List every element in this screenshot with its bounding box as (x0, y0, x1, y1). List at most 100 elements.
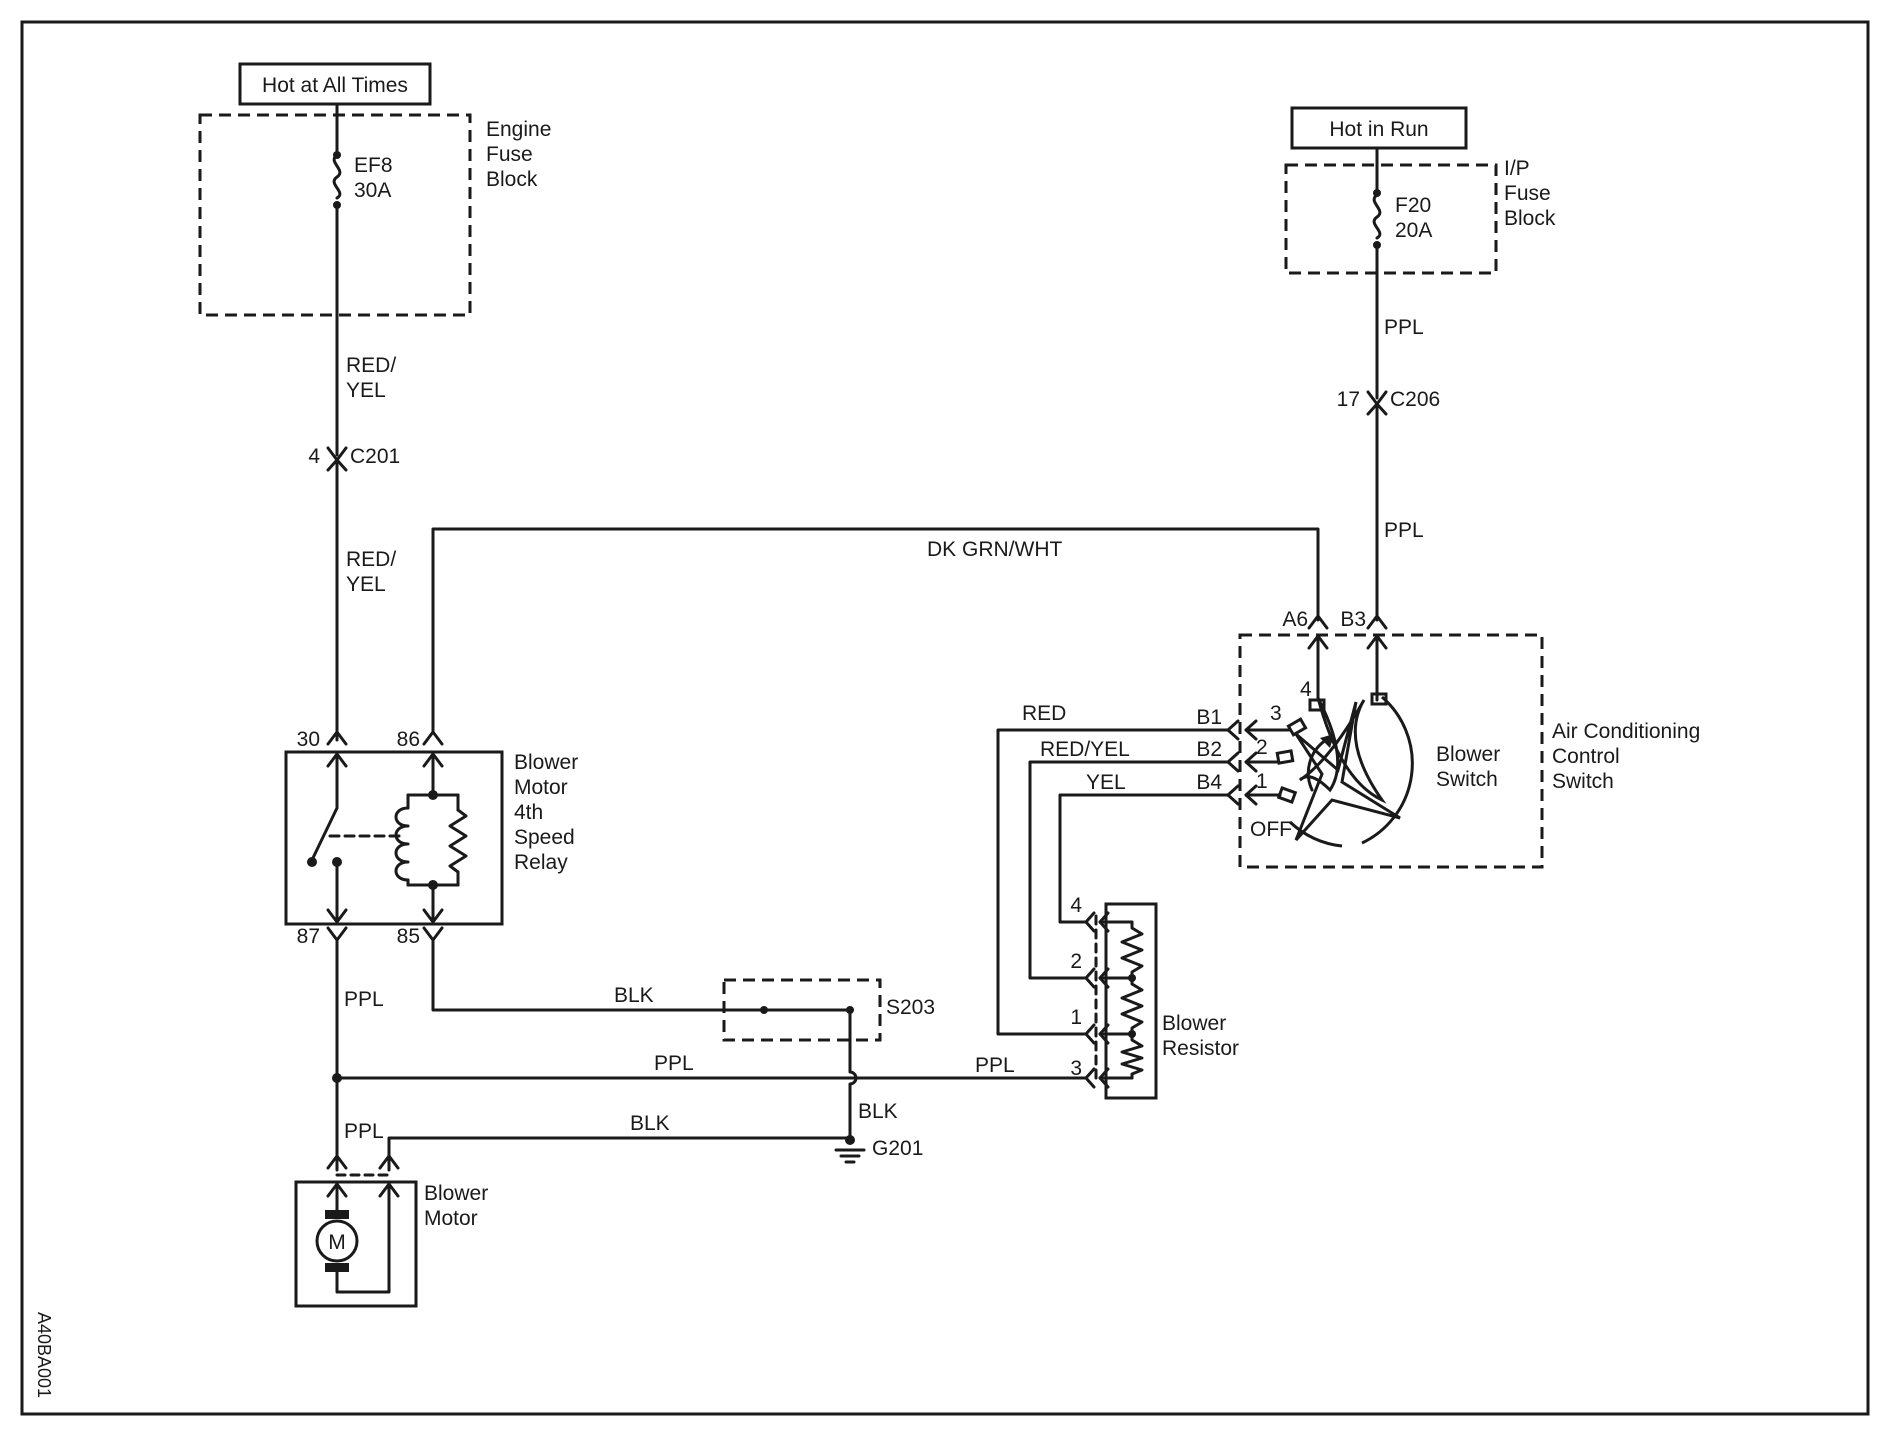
engine-fuse-block-label-2: Fuse (486, 143, 533, 166)
wire-label-ppl-mid: PPL (1384, 519, 1424, 542)
relay-pin-86-arrow (422, 730, 444, 746)
blower-resistor-outline (1104, 902, 1158, 1100)
engine-fuse-block-label-3: Block (486, 168, 538, 191)
ip-fuse-block-outline (1284, 163, 1498, 275)
wire-label-yel: YEL (1086, 771, 1126, 794)
switch-pin-b4-inner-arrow (1244, 784, 1258, 806)
relay-label-3: 4th (514, 801, 543, 824)
wire-label-dk-grn-wht: DK GRN/WHT (927, 538, 1062, 561)
blower-motor-brush-top (325, 1210, 349, 1219)
blower-resistor-label-2: Resistor (1162, 1037, 1239, 1060)
wire-label-red: RED (1022, 702, 1066, 725)
wire-label-red-yel: RED/YEL (1040, 738, 1130, 761)
blower-motor-symbol: M (328, 1231, 346, 1254)
blower-motor-outline (294, 1180, 418, 1308)
switch-pos-3: 3 (1270, 702, 1282, 725)
blower-switch-rotor (1298, 697, 1387, 804)
fuse-ef8-rating: 30A (354, 179, 391, 202)
switch-pin-a6: A6 (1282, 608, 1308, 631)
wire-dk-grn-wht (431, 527, 1320, 734)
blower-motor-brush-bottom (325, 1263, 349, 1272)
ground-g201-label: G201 (872, 1137, 923, 1160)
figure-id-label: A40BA001 (34, 1312, 54, 1398)
relay-pin-85-arrow (422, 926, 444, 942)
relay-label-2: Motor (514, 776, 568, 799)
diagram-frame (20, 20, 1870, 1416)
wire-label-red-yel-2a: RED/ (346, 548, 396, 571)
wire-label-red-yel-1b: YEL (346, 379, 386, 402)
resistor-pin-2: 2 (1070, 950, 1082, 973)
connector-c201-pin: 4 (308, 445, 320, 468)
wire-label-red-yel-1a: RED/ (346, 354, 396, 377)
wire-label-ppl-bus-left: PPL (654, 1052, 694, 1075)
blower-switch-rotor-star (1294, 701, 1401, 842)
blower-motor-pin-left-arrow (326, 1154, 348, 1170)
relay-pin-87: 87 (297, 925, 320, 948)
resistor-element-1-icon (1120, 920, 1144, 980)
switch-contact-common-icon (1370, 692, 1388, 706)
switch-pin-b2-inner-arrow (1244, 751, 1258, 773)
hot-at-all-times-label: Hot at All Times (262, 74, 408, 97)
relay-coil-icon (394, 806, 410, 882)
splice-s203-label: S203 (886, 996, 935, 1019)
resistor-pin-4: 4 (1070, 894, 1082, 917)
fuse-f20-rating: 20A (1395, 219, 1432, 242)
switch-rotation-arrow-icon (1306, 738, 1328, 792)
switch-pos-off: OFF (1250, 818, 1292, 841)
resistor-pin-1-arrow (1084, 1023, 1096, 1045)
wire-label-blk-85: BLK (614, 984, 654, 1007)
wire-label-ppl-motor: PPL (344, 1120, 384, 1143)
relay-contact-pivot (307, 857, 317, 867)
switch-pin-b3: B3 (1340, 608, 1366, 631)
splice-s203-outline (722, 978, 882, 1042)
resistor-pin-1: 1 (1070, 1006, 1082, 1029)
wire-label-blk-s203: BLK (858, 1100, 898, 1123)
hot-in-run-box (1290, 106, 1468, 150)
ac-control-switch-label-2: Control (1552, 745, 1620, 768)
blower-motor-label-2: Motor (424, 1207, 478, 1230)
engine-fuse-block-label-1: Engine (486, 118, 551, 141)
splice-s203-node-left (760, 1006, 768, 1014)
connector-c201-label: C201 (350, 445, 400, 468)
ac-control-switch-label-3: Switch (1552, 770, 1614, 793)
switch-contact-4-icon (1308, 698, 1326, 712)
switch-pin-b3-arrow (1366, 614, 1388, 630)
resistor-pin-4-arrow (1084, 911, 1096, 933)
connector-c201-icon-lower (326, 458, 348, 472)
switch-pos-4: 4 (1300, 678, 1312, 701)
relay-resistor-icon (448, 808, 468, 874)
switch-contact-1-icon (1276, 785, 1298, 805)
wire-label-red-yel-2b: YEL (346, 573, 386, 596)
resistor-pin-3-arrow (1084, 1067, 1096, 1089)
connector-c206-pin: 17 (1337, 388, 1360, 411)
wire-red-yel (1028, 760, 1230, 980)
resistor-pin-2-arrow (1084, 967, 1096, 989)
resistor-element-2-icon (1120, 976, 1144, 1036)
relay-pin-30-arrow (326, 730, 348, 746)
wire-blk-85 (431, 938, 852, 1012)
connector-c206-label: C206 (1390, 388, 1440, 411)
relay-pin-87-arrow (326, 926, 348, 942)
relay-label-1: Blower (514, 751, 578, 774)
wire-blk-s203 (848, 1008, 858, 1140)
relay-pin-85-inner-arrow (422, 908, 444, 924)
switch-pin-b4: B4 (1196, 771, 1222, 794)
blower-motor-icon (315, 1219, 359, 1263)
relay-label-4: Speed (514, 826, 575, 849)
hot-in-run-label: Hot in Run (1329, 118, 1428, 141)
blower-motor-return-wire (335, 1182, 391, 1294)
wire-blk-ground (387, 1136, 852, 1172)
resistor-pin-3: 3 (1070, 1057, 1082, 1080)
blower-switch-label-2: Switch (1436, 768, 1498, 791)
fuse-f20-icon (1372, 193, 1382, 240)
ac-control-switch-outline (1238, 633, 1544, 869)
connector-c206-icon-lower (1366, 402, 1388, 416)
ip-fuse-block-label-3: Block (1504, 207, 1556, 230)
switch-pos-1: 1 (1256, 770, 1268, 793)
switch-pin-b2: B2 (1196, 738, 1222, 761)
wire-yel (1058, 793, 1230, 924)
switch-contact-3-icon (1286, 717, 1308, 737)
blower-switch-label-1: Blower (1436, 743, 1500, 766)
switch-rotation-arrowhead-icon (1320, 734, 1334, 748)
